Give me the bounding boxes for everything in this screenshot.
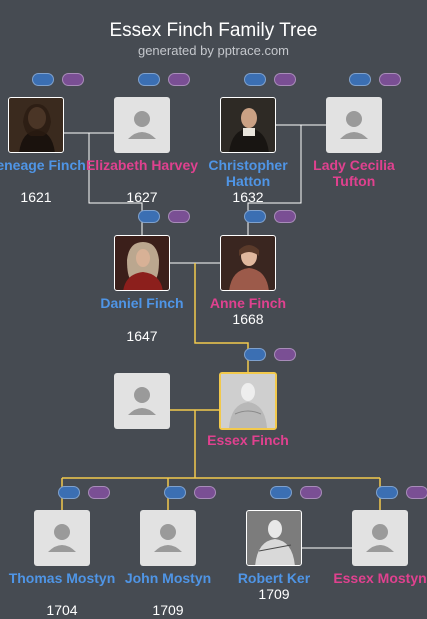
expand-parents-heneage-right[interactable] [62,73,84,86]
person-name: Christopher Hatton [208,157,288,189]
portrait-photo [8,97,64,153]
portrait-photo [220,235,276,291]
placeholder-avatar-icon [326,97,382,153]
expand-parents-john-right[interactable] [194,486,216,499]
person-birth-year: 1621 [20,189,52,205]
expand-parents-essex-left[interactable] [244,348,266,361]
expand-parents-christopher-left[interactable] [244,73,266,86]
portrait-photo [246,510,302,566]
expand-parents-elizabeth-right[interactable] [168,73,190,86]
person-birth-year: 1647 [126,328,158,344]
expand-parents-heneage-left[interactable] [32,73,54,86]
portrait-photo [220,97,276,153]
expand-parents-daniel-right[interactable] [168,210,190,223]
person-birth-year: 1709 [152,602,184,618]
expand-parents-christopher-right[interactable] [274,73,296,86]
portrait-photo [219,372,277,430]
expand-parents-robert-right[interactable] [300,486,322,499]
expand-parents-essex-mostyn-left[interactable] [376,486,398,499]
placeholder-avatar-icon [140,510,196,566]
expand-parents-elizabeth-left[interactable] [138,73,160,86]
expand-parents-cecilia-left[interactable] [349,73,371,86]
expand-parents-thomas-left[interactable] [58,486,80,499]
expand-parents-essex-right[interactable] [274,348,296,361]
expand-parents-thomas-right[interactable] [88,486,110,499]
expand-parents-daniel-left[interactable] [138,210,160,223]
page-title: Essex Finch Family Tree [109,20,318,41]
expand-parents-robert-left[interactable] [270,486,292,499]
placeholder-avatar-icon [114,97,170,153]
person-birth-year: 1668 [232,311,264,327]
expand-parents-anne-right[interactable] [274,210,296,223]
person-name: John Mostyn [124,570,212,586]
person-birth-year: 1709 [258,586,290,602]
person-name: Elizabeth Harvey [85,157,199,173]
person-name: Anne Finch [209,295,287,311]
person-name: Thomas Mostyn [8,570,116,586]
expand-parents-cecilia-right[interactable] [379,73,401,86]
person-name: Daniel Finch [100,295,184,311]
person-name: Robert Ker [237,570,311,586]
expand-parents-essex-mostyn-right[interactable] [406,486,427,499]
placeholder-avatar-icon [114,373,170,429]
person-name: Essex Finch [207,432,289,448]
portrait-photo [114,235,170,291]
person-name: Lady Cecilia Tufton [313,157,395,189]
expand-parents-john-left[interactable] [164,486,186,499]
person-name: Heneage Finch [0,157,86,173]
person-birth-year: 1627 [126,189,158,205]
page-subtitle: generated by pptrace.com [137,43,290,58]
placeholder-avatar-icon [34,510,90,566]
person-birth-year: 1632 [232,189,264,205]
placeholder-avatar-icon [352,510,408,566]
person-birth-year: 1704 [46,602,78,618]
expand-parents-anne-left[interactable] [244,210,266,223]
person-name: Essex Mostyn [333,570,427,586]
